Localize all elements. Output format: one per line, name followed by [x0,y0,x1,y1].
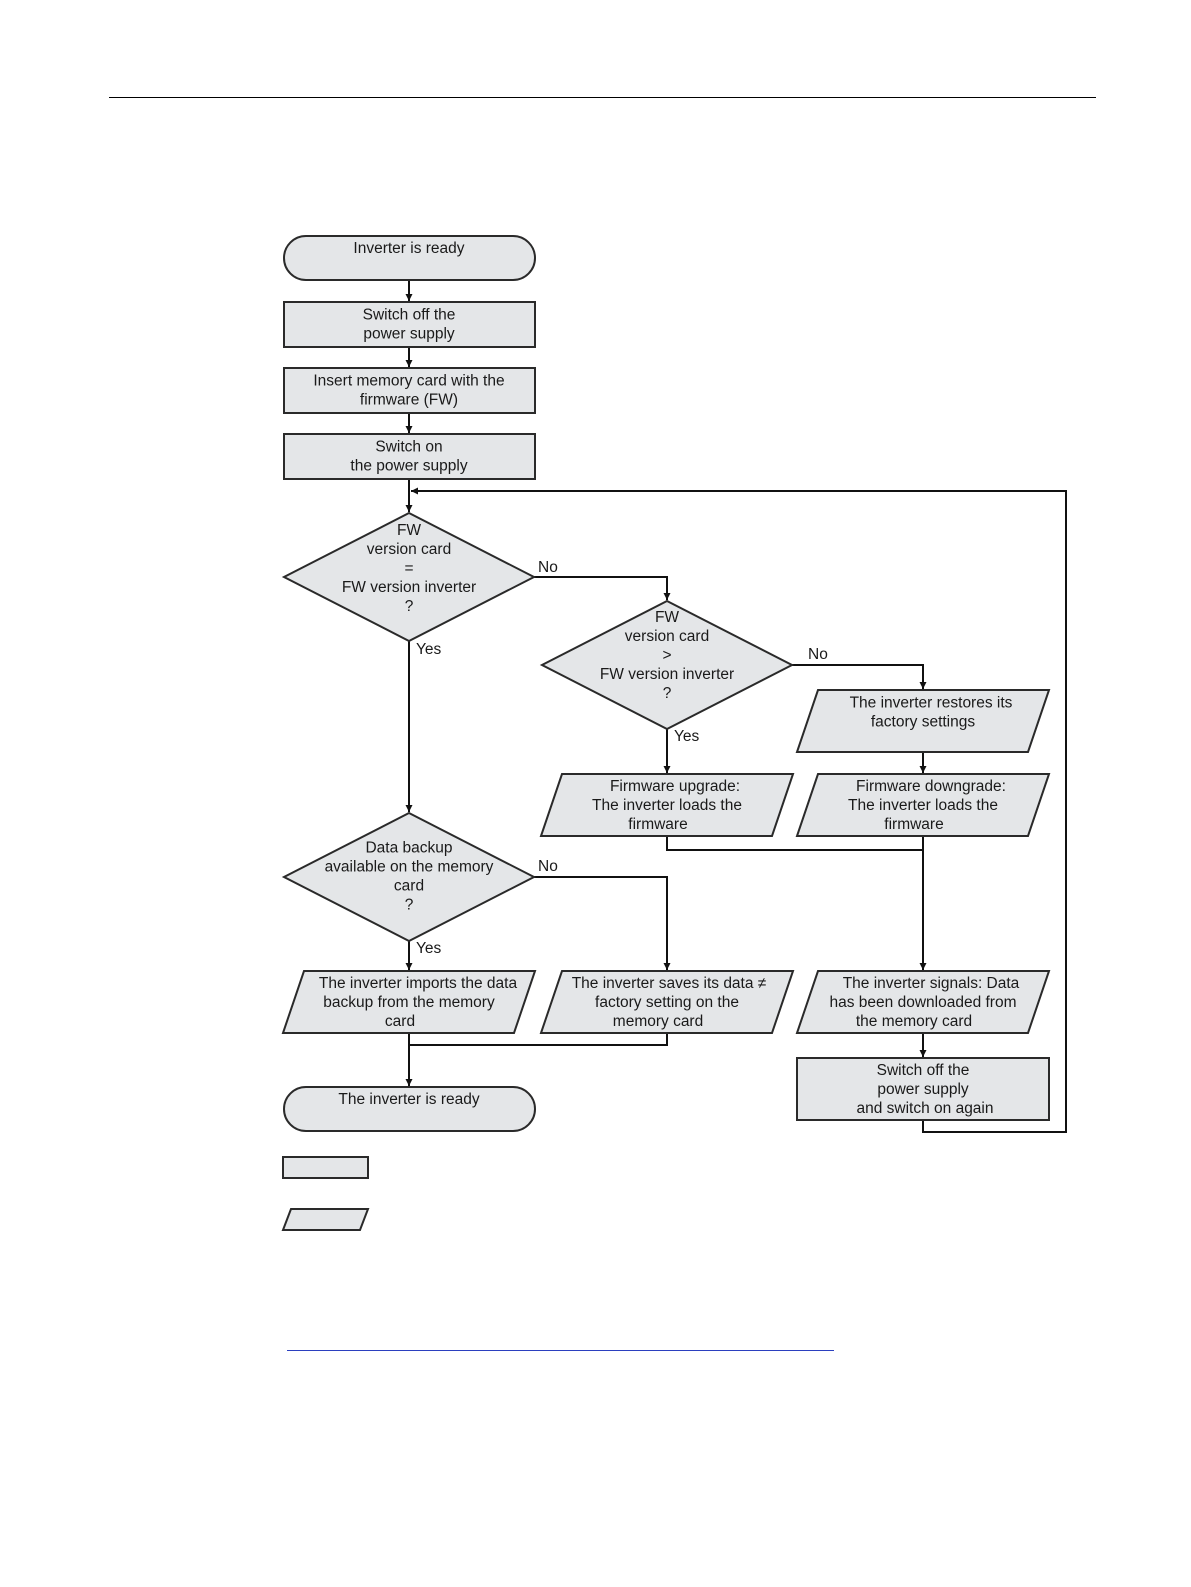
node-text-insert-card-2: firmware (FW) [360,392,458,409]
link-underline [287,1350,834,1351]
io-import-backup [281,970,537,1034]
legend [281,1156,370,1231]
connector-backup-no [534,876,671,970]
node-text-end-1: The inverter is ready [338,1091,480,1108]
process-switch-on [283,433,536,480]
node-text-signal-download-3: the memory card [856,1013,972,1030]
node-text-start-1: Inverter is ready [353,240,464,257]
io-fw-upgrade [539,773,795,837]
node-text-decision-greater-3: > [662,647,671,664]
node-text-signal-download-2: has been downloaded from [830,994,1017,1011]
node-text-import-backup-1: The inverter imports the data [319,975,518,992]
node-text-decision-greater-1: FW [655,609,679,626]
connectors [405,280,1067,1133]
node-text-decision-equal-5: ? [405,598,414,615]
node-text-decision-greater-5: ? [663,685,672,702]
shapes [281,235,1051,1132]
node-text-decision-backup-4: ? [405,897,414,914]
process-switch-off-on [796,1057,1050,1121]
node-text-fw-downgrade-2: The inverter loads the [848,797,998,814]
node-text-decision-equal-3: = [404,560,413,577]
io-save-factory [539,970,795,1034]
connector-upgrade-merge [666,836,923,851]
node-text-switch-off-on-2: power supply [877,1081,969,1098]
decision-greater [539,599,795,731]
label-greater-no: No [808,646,828,663]
branch-labels: No Yes No Yes No Yes [416,559,828,957]
node-text-restore-factory-1: The inverter restores its [850,695,1013,712]
node-text-restore-factory-2: factory settings [871,714,975,731]
node-text-switch-off-1: Switch off the [363,307,456,324]
label-backup-yes: Yes [416,940,442,957]
node-text-switch-on-2: the power supply [350,458,467,475]
io-signal-download [795,970,1051,1034]
label-equal-no: No [538,559,558,576]
terminal-start [283,235,536,281]
node-text-switch-off-on-3: and switch on again [856,1100,993,1117]
node-text-decision-backup-1: Data backup [365,840,452,857]
node-text-insert-card-1: Insert memory card with the [313,373,504,390]
decision-equal [281,511,537,643]
terminal-end [283,1086,536,1132]
node-text-switch-on-1: Switch on [375,439,442,456]
node-text-save-factory-1: The inverter saves its data ≠ [572,975,767,992]
process-switch-off [283,301,536,348]
node-text-decision-greater-4: FW version inverter [600,666,734,683]
node-text-fw-downgrade-1: Firmware downgrade: [856,778,1006,795]
node-text-fw-upgrade-2: The inverter loads the [592,797,742,814]
node-text-fw-upgrade-1: Firmware upgrade: [610,778,740,795]
label-equal-yes: Yes [416,641,442,658]
node-text-import-backup-2: backup from the memory [323,994,495,1011]
node-text-switch-off-on-1: Switch off the [877,1062,970,1079]
node-text-signal-download-1: The inverter signals: Data [843,975,1020,992]
node-text-decision-backup-2: available on the memory [325,859,494,876]
connector-greater-no [792,664,927,689]
node-text-decision-equal-2: version card [367,541,451,558]
header-rule [109,97,1096,98]
decision-backup [281,811,537,943]
process-insert-card [283,367,536,414]
node-text-decision-equal-1: FW [397,522,421,539]
node-text-fw-downgrade-3: firmware [884,816,943,833]
io-restore-factory [795,689,1051,753]
legend-io-symbol [281,1208,370,1231]
connector-save-merge [409,1033,668,1046]
node-text-import-backup-3: card [385,1013,415,1030]
node-text-decision-equal-4: FW version inverter [342,579,476,596]
io-fw-downgrade [795,773,1051,837]
node-text-fw-upgrade-3: firmware [628,816,687,833]
node-text-save-factory-2: factory setting on the [595,994,739,1011]
node-text-save-factory-3: memory card [613,1013,703,1030]
label-greater-yes: Yes [674,728,700,745]
legend-process-symbol [282,1156,369,1179]
connector-equal-no [534,576,671,600]
connector-restart-loop [411,487,1067,1133]
node-text-decision-greater-2: version card [625,628,709,645]
node-text-switch-off-2: power supply [363,326,455,343]
label-backup-no: No [538,858,558,875]
node-text-decision-backup-3: card [394,878,424,895]
